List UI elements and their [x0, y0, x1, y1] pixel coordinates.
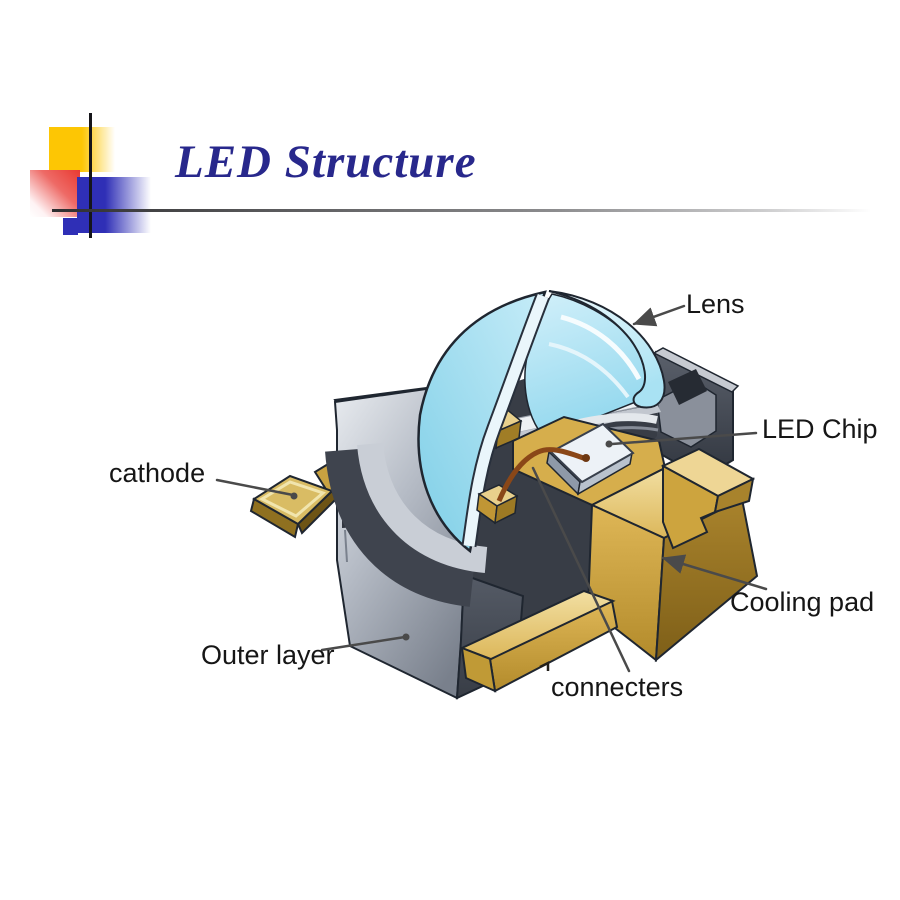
title-rule [52, 209, 888, 212]
reflector-cup [325, 442, 488, 607]
label-outer-layer: Outer layer [201, 640, 335, 670]
label-led-chip: LED Chip [762, 414, 878, 444]
leader-outer-layer [320, 635, 407, 652]
bond-wire [496, 447, 590, 502]
slide-title: LED Structure [175, 136, 477, 188]
anode-lead [660, 447, 756, 550]
label-cooling-pad: Cooling pad [730, 587, 875, 617]
leader-connecters [531, 466, 631, 673]
ornament-vertical-line [89, 113, 92, 238]
ornament-blue-step [63, 218, 78, 235]
leader-lens [632, 304, 686, 327]
ornament-yellow-square [49, 127, 115, 172]
lens-dome [417, 290, 550, 554]
leader-cathode [215, 478, 295, 497]
label-connecters: connecters [551, 672, 684, 702]
leader-cooling-pad [661, 554, 768, 591]
lens-dome-right [548, 290, 666, 409]
led-chip [546, 422, 635, 496]
leader-led-chip [610, 431, 758, 446]
gold-bar [459, 589, 619, 693]
leader-lines [215, 304, 768, 673]
connector-pad-lower [476, 484, 519, 525]
label-cathode: cathode [109, 458, 206, 488]
label-lens: Lens [686, 289, 745, 319]
